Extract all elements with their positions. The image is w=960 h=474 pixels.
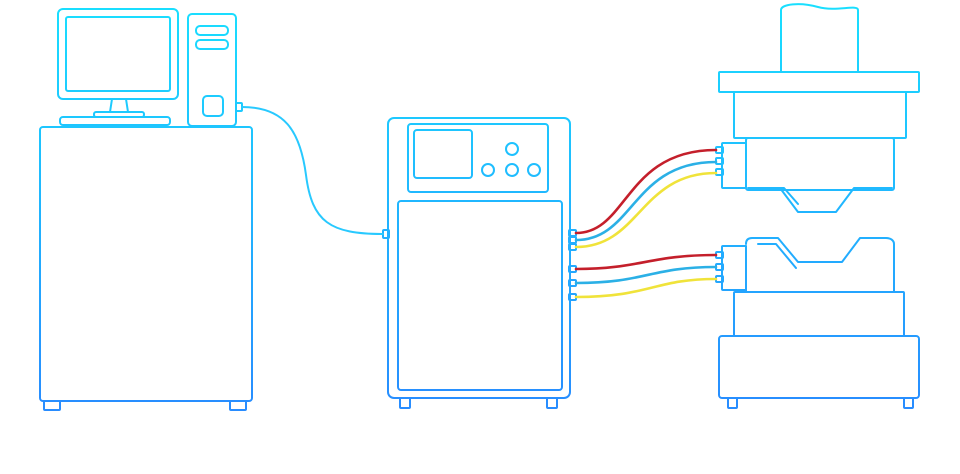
yellow-cable: [574, 171, 718, 249]
desk-cabinet: [39, 126, 253, 411]
knob-icon: [505, 142, 519, 156]
upper-block: [733, 91, 907, 139]
red-cable: [574, 148, 718, 235]
cable-bundle-upper: [574, 148, 718, 249]
control-panel: [407, 123, 549, 193]
knob-icon: [527, 163, 541, 177]
press-mold-machine: [715, 3, 920, 409]
red-cable: [574, 253, 718, 271]
press-cylinder: [780, 3, 859, 73]
machine-base: [718, 335, 920, 399]
keyboard-icon: [59, 116, 171, 126]
blue-cable: [574, 265, 718, 285]
controller-unit: [382, 117, 577, 409]
computer-workstation: [39, 8, 253, 411]
cabinet-door: [397, 200, 563, 391]
pc-tower-icon: [187, 13, 243, 127]
display-screen: [413, 129, 473, 179]
knob-icon: [505, 163, 519, 177]
cable-bundle-lower: [574, 253, 718, 299]
upper-mold: [715, 137, 895, 213]
blue-cable: [574, 160, 718, 242]
knob-icon: [481, 163, 495, 177]
lower-block: [733, 291, 905, 337]
lower-mold: [715, 237, 895, 293]
top-platen: [718, 71, 920, 93]
data-cable: [241, 106, 384, 235]
yellow-cable: [574, 277, 718, 299]
monitor-icon: [57, 8, 179, 118]
